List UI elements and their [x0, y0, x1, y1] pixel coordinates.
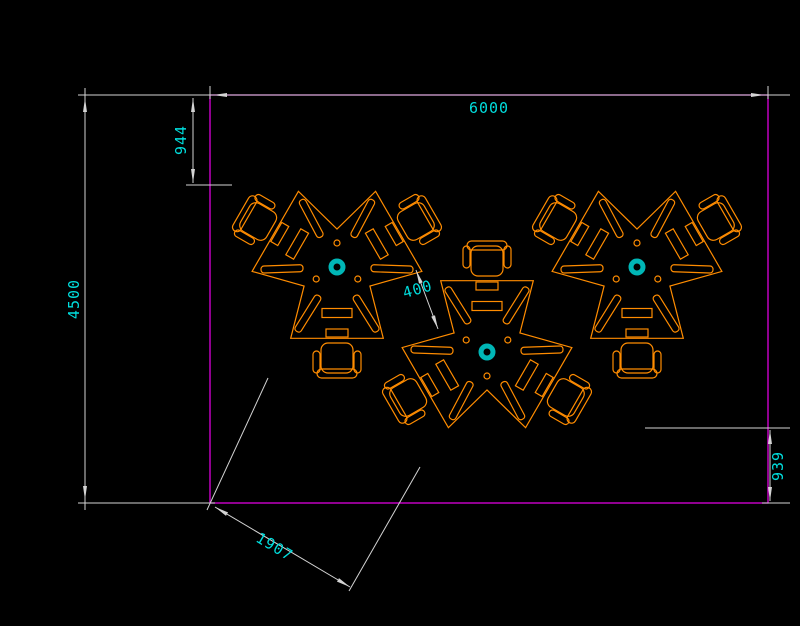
- dim-center-gap: [415, 269, 439, 330]
- dimension-texts: 6000 4500 944 400 939 1907: [65, 99, 787, 565]
- dim-label-right-offset: 939: [769, 451, 787, 481]
- cluster-hub-icons: [328, 258, 646, 361]
- dim-label-top-width: 6000: [469, 99, 509, 117]
- workstation-cluster-right: [529, 191, 745, 378]
- dim-top-offset: [186, 98, 232, 186]
- dim-label-bottom-diagonal: 1907: [253, 529, 297, 565]
- dim-label-top-offset: 944: [172, 125, 190, 155]
- hub-icon: [478, 343, 496, 361]
- furniture-layer: [229, 191, 745, 429]
- dim-left-height: [78, 88, 790, 510]
- hub-icon: [628, 258, 646, 276]
- dimension-lines: [78, 86, 790, 592]
- dim-label-center-gap: 400: [401, 276, 435, 302]
- hub-icon: [328, 258, 346, 276]
- dim-right-offset: [645, 427, 790, 501]
- workstation-cluster-bottom: [379, 241, 595, 428]
- dim-bottom-diagonal: [206, 377, 421, 592]
- boundary-rectangle: [209, 94, 769, 504]
- dim-top-width: [78, 86, 790, 99]
- dim-label-left-height: 4500: [65, 279, 83, 319]
